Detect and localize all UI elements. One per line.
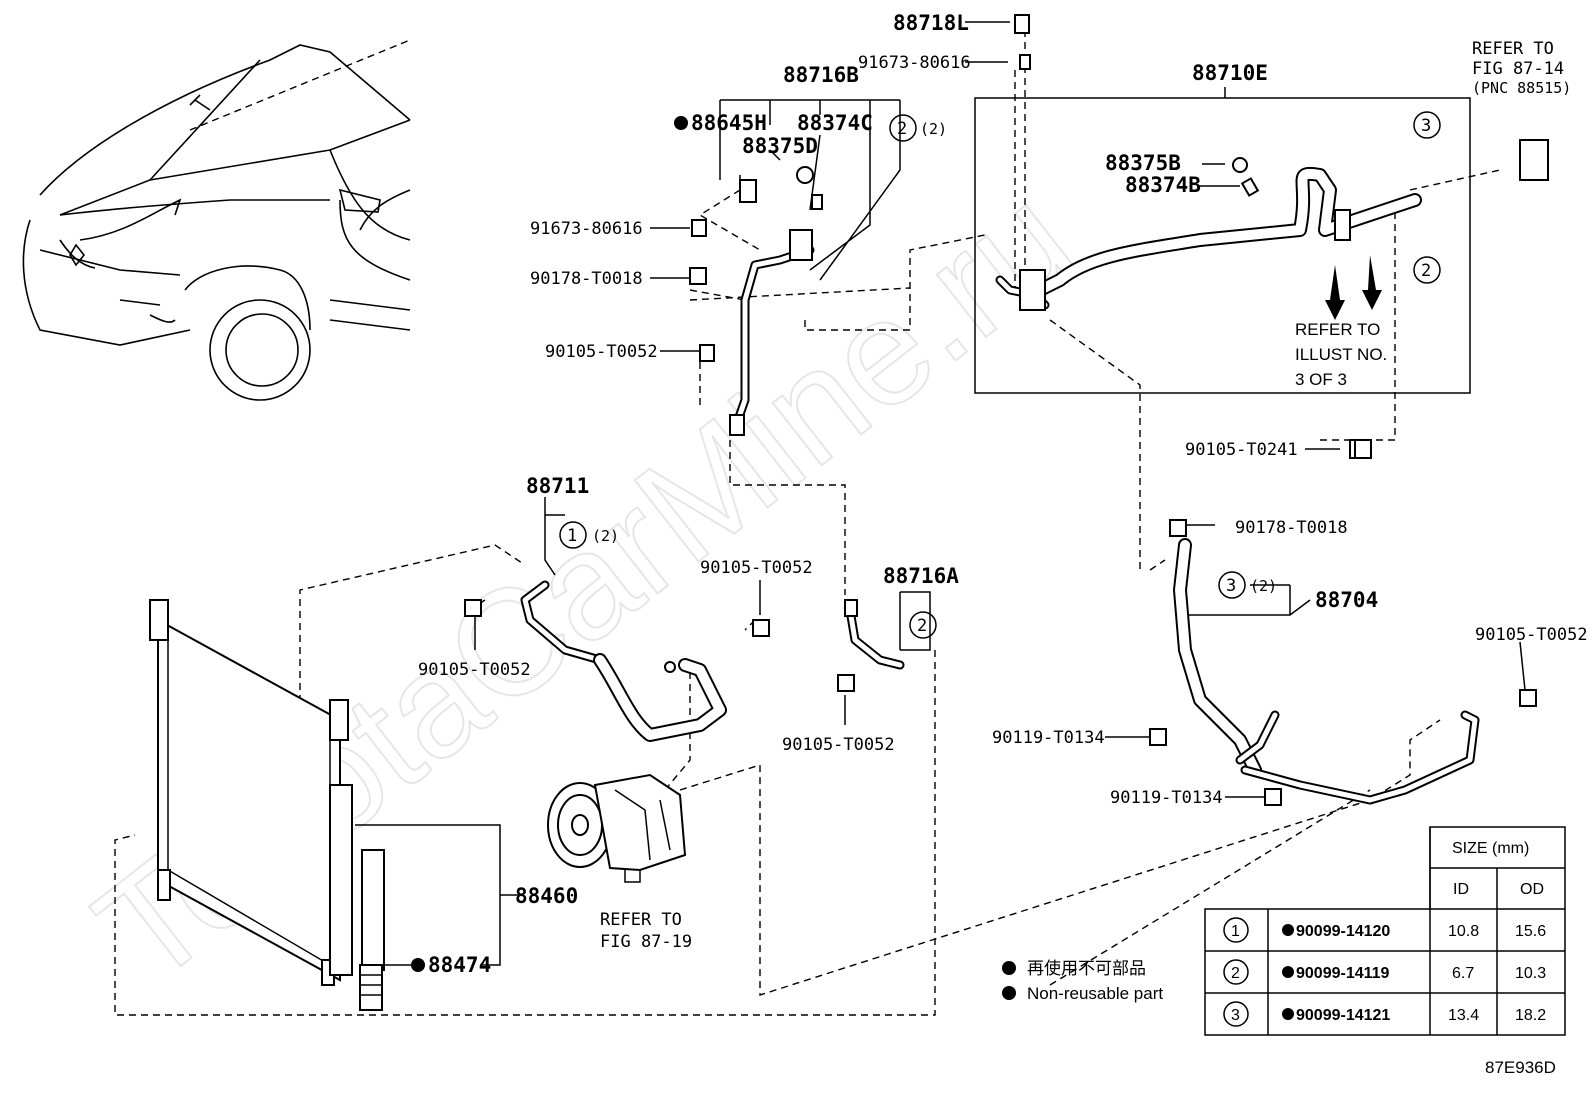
vehicle-sketch: [22, 39, 411, 401]
label-90105-T0052: 90105-T0052: [418, 660, 531, 680]
legend: 再使用不可部品 Non-reusable part: [1002, 958, 1163, 1003]
table-row-part: 90099-14121: [1296, 1007, 1390, 1024]
suction-line-88710E: [995, 166, 1422, 320]
refer-text: FIG 87-14: [1472, 59, 1564, 79]
ref-circle: [889, 114, 917, 142]
ref-2: 2: [1421, 261, 1431, 281]
table-row-id: 6.7: [1452, 965, 1474, 982]
label-88375D: 88375D: [742, 134, 818, 158]
ref-1: 1: [567, 526, 577, 546]
table-row-part: 90099-14120: [1296, 923, 1390, 940]
compressor: [547, 773, 687, 883]
table-row-ref: 1: [1231, 923, 1240, 940]
label-90105-T0241: 90105-T0241: [1185, 440, 1298, 460]
label-88716A: 88716A: [883, 564, 959, 588]
label-88718L: 88718L: [893, 11, 969, 35]
ref-2: 2: [897, 119, 907, 139]
refer-text: FIG 87-19: [600, 932, 692, 952]
legend-en: Non-reusable part: [1027, 984, 1163, 1003]
label-88645H: 88645H: [691, 111, 767, 135]
label-88474: 88474: [428, 953, 491, 977]
table-header-id: ID: [1453, 881, 1469, 898]
label-88704: 88704: [1315, 588, 1378, 612]
table-row-part: 90099-14119: [1296, 965, 1390, 982]
label-90119-T0134: 90119-T0134: [992, 728, 1105, 748]
label-91673-80616-top: 91673-80616: [858, 53, 971, 73]
label-88710E: 88710E: [1192, 61, 1268, 85]
refer-text: (PNC 88515): [1472, 79, 1571, 97]
ref-3: 3: [1421, 116, 1431, 136]
label-88460: 88460: [515, 884, 578, 908]
size-table: SIZE (mm) ID OD 1 90099-14120 10.8 15.6 …: [1204, 826, 1566, 1036]
qty-label: (2): [592, 527, 619, 545]
discharge-hose-88711: [464, 580, 770, 742]
hose-88704: [1149, 439, 1537, 806]
assembly-88710E-frame: [974, 97, 1471, 394]
label-88716B: 88716B: [783, 63, 859, 87]
refer-text: ILLUST NO.: [1295, 345, 1387, 364]
non-reusable-dot: [674, 116, 688, 130]
table-title: SIZE (mm): [1452, 840, 1529, 857]
table-row-ref: 3: [1231, 1007, 1240, 1024]
part-labels: 88718L 91673-80616 88716B 88645H 88374C …: [411, 11, 1588, 977]
label-90178-T0018-top: 90178-T0018: [530, 269, 643, 289]
table-row-od: 10.3: [1515, 965, 1546, 982]
legend-jp: 再使用不可部品: [1027, 958, 1146, 979]
label-88374C: 88374C: [797, 111, 873, 135]
table-row-od: 15.6: [1515, 923, 1546, 940]
diagram-code: 87E936D: [1485, 1058, 1556, 1077]
table-row-id: 10.8: [1448, 923, 1479, 940]
label-91673-80616: 91673-80616: [530, 219, 643, 239]
table-row-od: 18.2: [1515, 1007, 1546, 1024]
table-header-od: OD: [1520, 881, 1544, 898]
label-90105-T0052: 90105-T0052: [700, 558, 813, 578]
qty-label: (2): [1250, 577, 1277, 595]
label-88374B: 88374B: [1125, 173, 1201, 197]
label-90105-T0052: 90105-T0052: [782, 735, 895, 755]
label-90105-T0052-top: 90105-T0052: [545, 342, 658, 362]
condenser: [149, 599, 385, 1011]
ref-3: 3: [1226, 576, 1236, 596]
refer-text: REFER TO: [1295, 320, 1380, 339]
qty-label: (2): [920, 120, 947, 138]
label-88711: 88711: [526, 474, 589, 498]
refer-text: REFER TO: [600, 910, 682, 930]
label-90119-T0134: 90119-T0134: [1110, 788, 1223, 808]
label-90105-T0052: 90105-T0052: [1475, 625, 1588, 645]
line-88716A: [837, 599, 905, 692]
table-row-ref: 2: [1231, 965, 1240, 982]
table-row-id: 13.4: [1448, 1007, 1479, 1024]
liquid-line-88716B: [689, 166, 823, 436]
label-88375B: 88375B: [1105, 151, 1181, 175]
ref-2: 2: [917, 616, 927, 636]
refer-text: REFER TO: [1472, 39, 1554, 59]
refer-text: 3 OF 3: [1295, 370, 1347, 389]
label-90178-T0018: 90178-T0018: [1235, 518, 1348, 538]
